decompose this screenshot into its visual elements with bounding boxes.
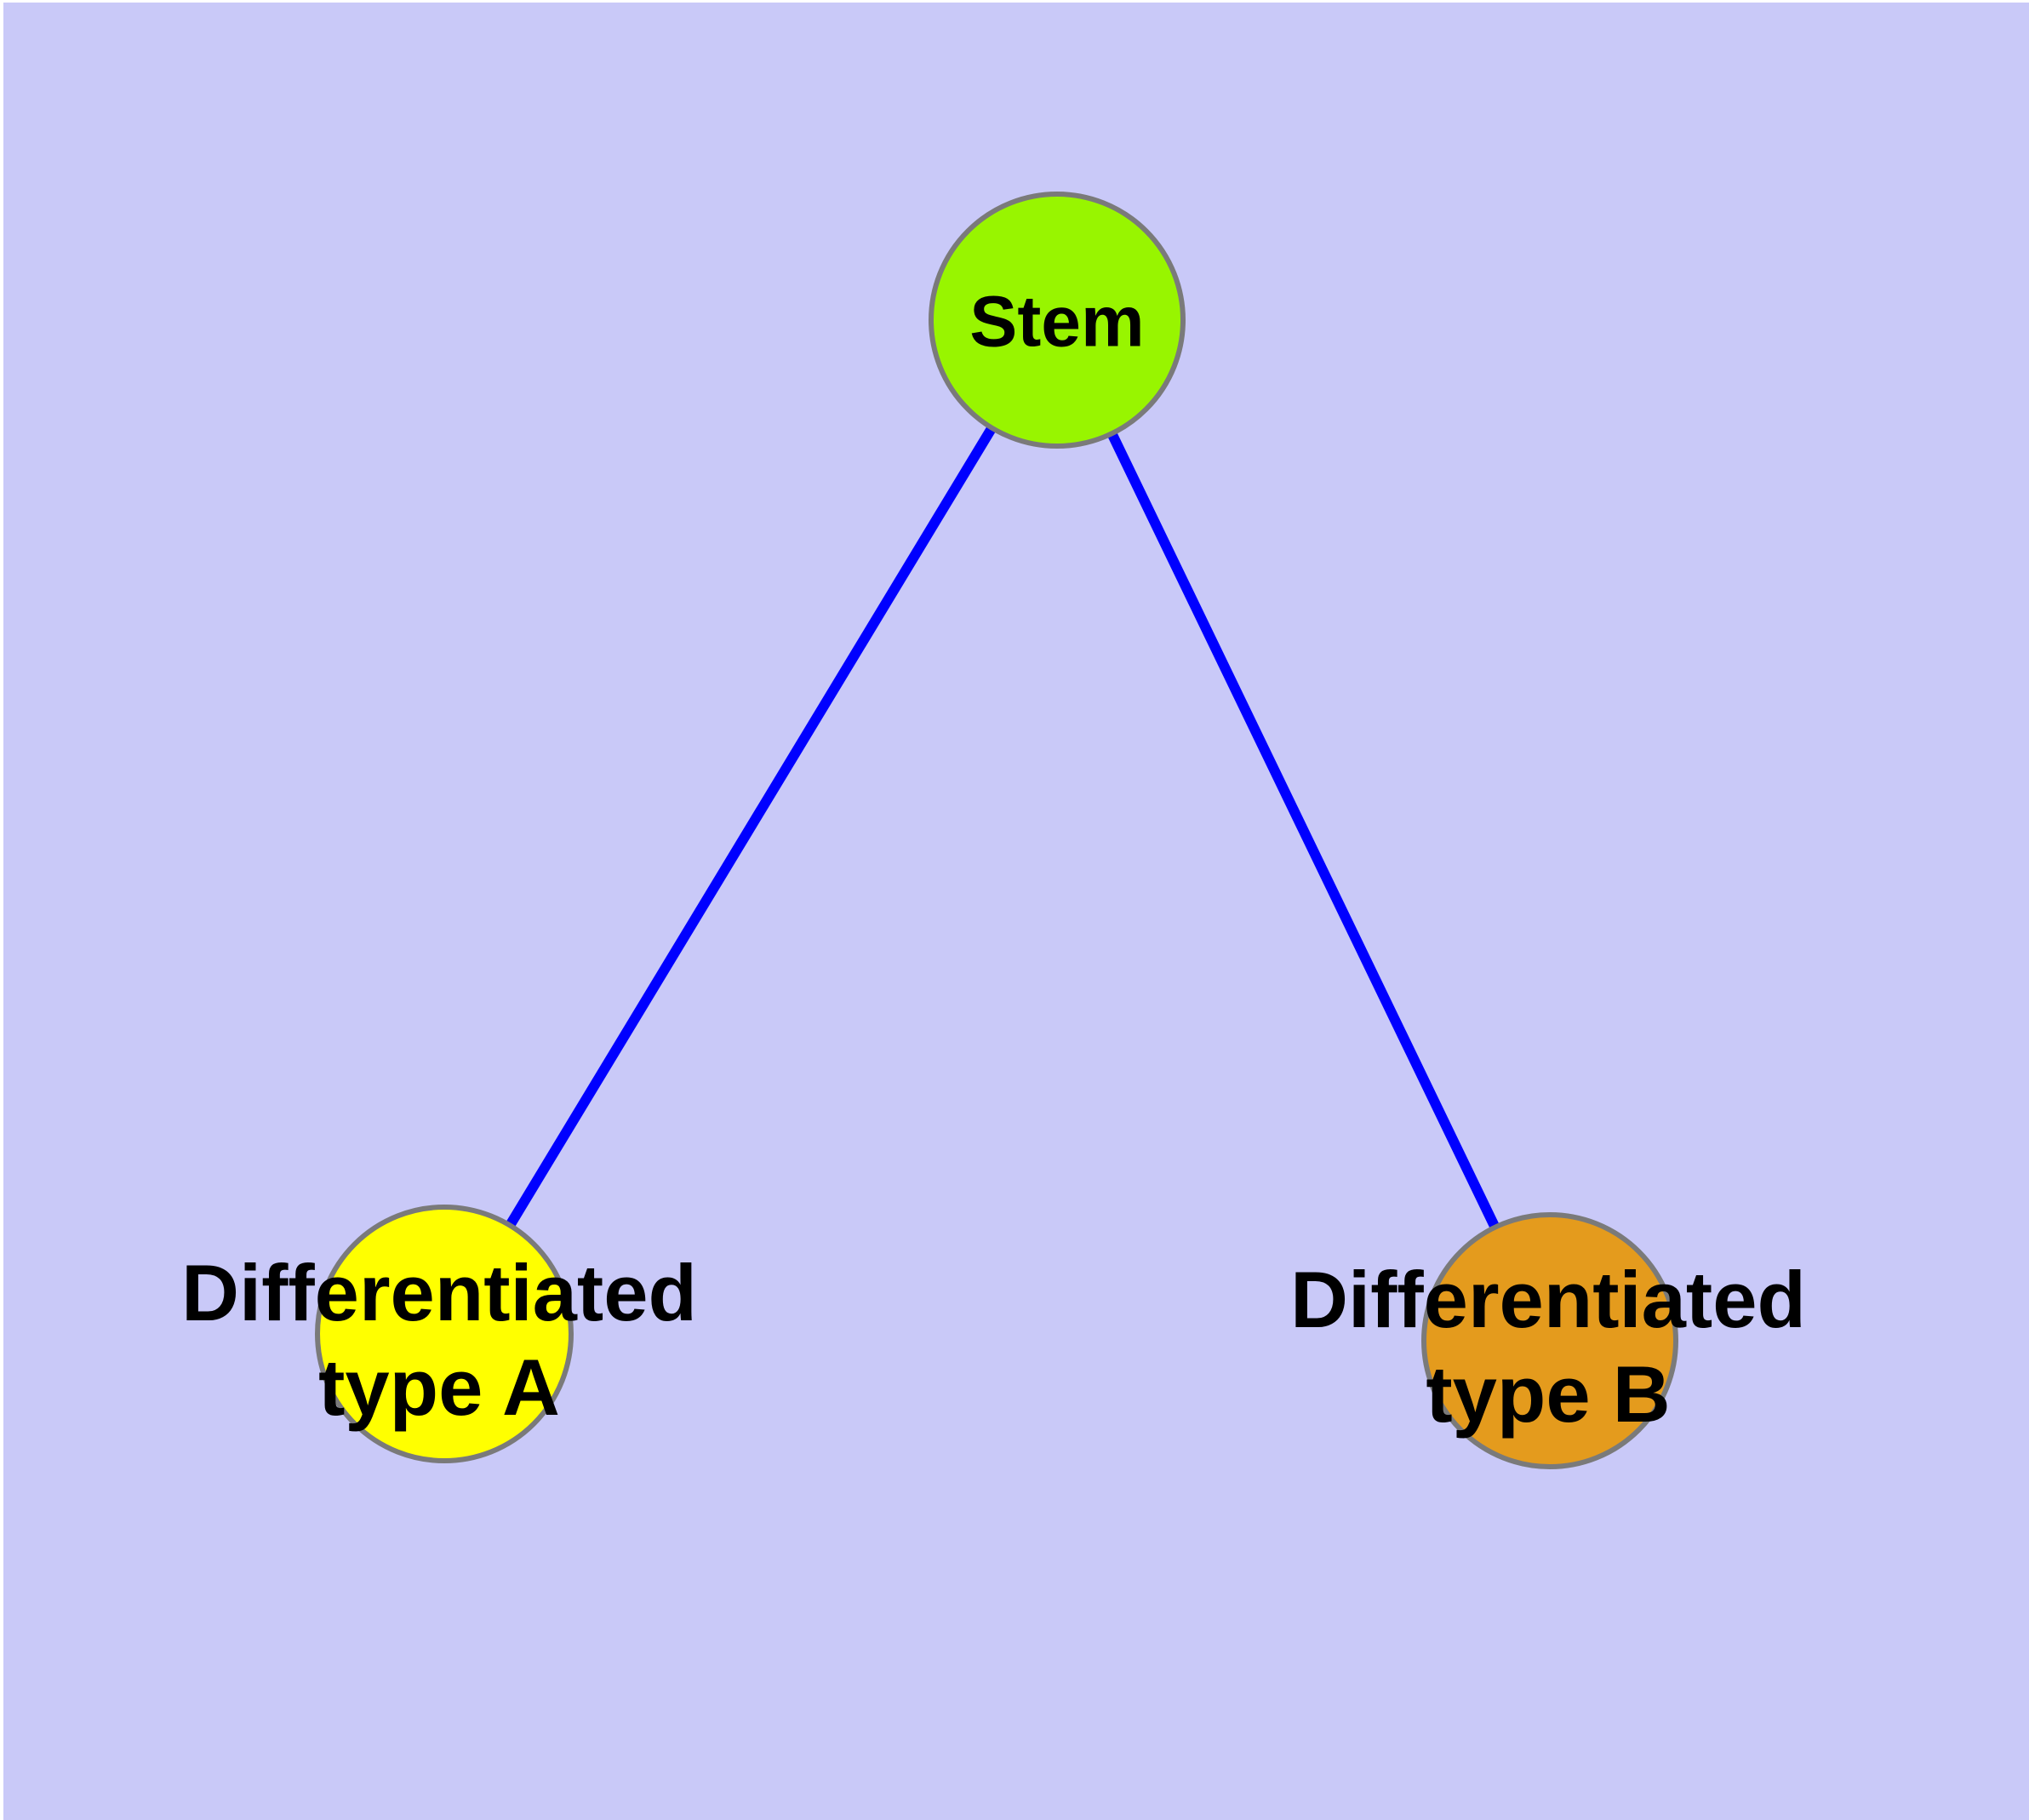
edge-layer [439,317,1555,1343]
type-b-label-line2: type B [1426,1349,1671,1439]
stem-label-text: Stem [969,281,1145,362]
edge-stem-to-type-b [1052,318,1555,1343]
type-a-label-line2: type A [318,1342,560,1432]
node-label-differentiated-type-b: Differentiated type B [1290,1253,1806,1442]
node-label-stem: Stem [969,279,1144,363]
node-stem [929,192,1186,449]
type-b-label-line1: Differentiated [1290,1255,1806,1345]
node-label-differentiated-type-a: Differentiated type A [181,1246,697,1435]
node-differentiated-type-a [315,1205,574,1463]
edge-stem-to-type-a [439,317,1062,1337]
node-differentiated-type-b [1421,1212,1678,1469]
type-a-label-line1: Differentiated [181,1248,697,1338]
